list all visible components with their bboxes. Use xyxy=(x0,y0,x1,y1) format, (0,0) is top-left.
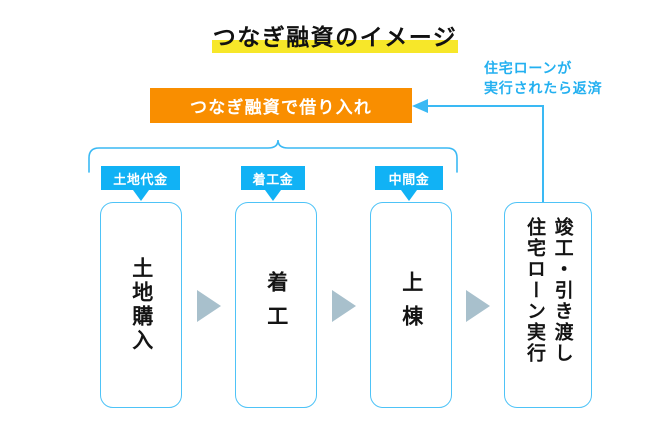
badge-interim-payment: 中間金 xyxy=(375,166,443,201)
stage-label-land-purchase: 土地購入 xyxy=(129,257,153,353)
flow-arrow-icon-1 xyxy=(197,290,221,322)
stage-label-completion-group: 住宅ローン実行 竣工・引き渡し xyxy=(521,203,574,407)
loan-bar-label: つなぎ融資で借り入れ xyxy=(190,98,372,117)
loan-bar: つなぎ融資で借り入れ xyxy=(150,88,412,123)
badge-land-payment: 土地代金 xyxy=(101,166,180,201)
stage-box-completion-handover: 住宅ローン実行 竣工・引き渡し xyxy=(504,202,592,408)
badge-land-payment-label: 土地代金 xyxy=(113,171,168,187)
stage-label-framing: 上棟 xyxy=(399,271,423,339)
stage-label-mortgage-execution: 住宅ローン実行 xyxy=(524,217,545,364)
stage-box-land-purchase: 土地購入 xyxy=(100,202,182,408)
repayment-note-line2: 実行されたら返済 xyxy=(484,80,603,97)
flow-arrow-icon-3 xyxy=(466,290,490,322)
title-highlight xyxy=(212,40,458,53)
repayment-note: 住宅ローンが 実行されたら返済 xyxy=(484,58,602,99)
stage-label-completion-handover: 竣工・引き渡し xyxy=(551,217,573,364)
flow-arrow-icon-2 xyxy=(332,290,356,322)
repayment-arrow-head xyxy=(412,99,428,113)
badge-interim-payment-label: 中間金 xyxy=(388,171,430,187)
badge-construction-start-payment-label: 着工金 xyxy=(252,171,294,187)
page-title-text: つなぎ融資のイメージ xyxy=(212,24,458,50)
stage-box-framing: 上棟 xyxy=(370,202,452,408)
page-title: つなぎ融資のイメージ xyxy=(0,18,670,52)
stage-label-construction-start: 着工 xyxy=(264,271,288,339)
repayment-note-line1: 住宅ローンが xyxy=(484,60,573,76)
badge-construction-start-payment: 着工金 xyxy=(241,166,305,201)
stage-box-construction-start: 着工 xyxy=(235,202,317,408)
